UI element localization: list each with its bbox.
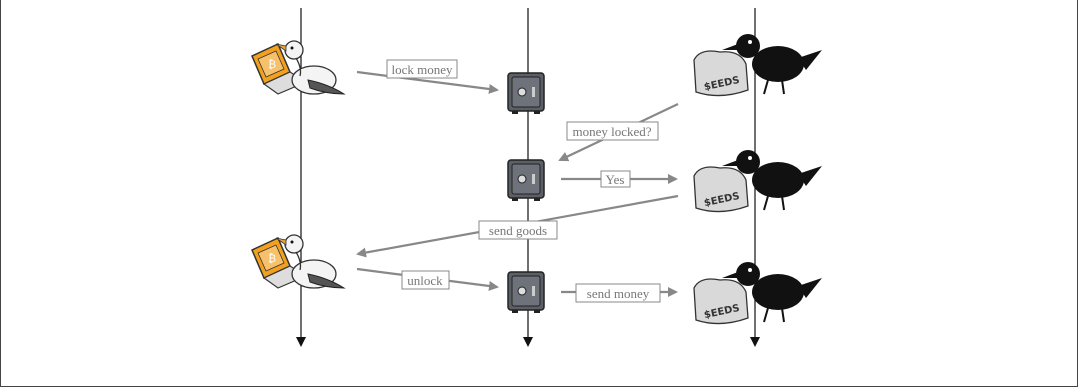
svg-text:₿: ₿: [268, 58, 276, 71]
svg-text:₿: ₿: [268, 252, 276, 265]
svg-text:send goods: send goods: [489, 223, 547, 238]
label-send-goods: send goods: [478, 220, 558, 240]
svg-text:money locked?: money locked?: [572, 124, 651, 139]
label-send-money: send money: [575, 283, 661, 303]
arrow-lock-money: [356, 70, 499, 94]
crow-seeds-icon: $EEDS: [693, 150, 822, 213]
label-lock-money: lock money: [386, 59, 458, 79]
label-yes: Yes: [600, 170, 631, 188]
seagull-laptop-icon: ₿: [251, 40, 346, 95]
label-money-locked: money locked?: [566, 121, 659, 141]
crow-seeds-icon: $EEDS: [693, 34, 822, 97]
safe-icon: [507, 159, 545, 201]
svg-text:send money: send money: [587, 286, 650, 301]
crow-seeds-icon: $EEDS: [693, 262, 822, 325]
svg-text:unlock: unlock: [407, 273, 443, 288]
svg-text:Yes: Yes: [606, 172, 625, 187]
safe-icon: [507, 72, 545, 114]
safe-icon: [507, 271, 545, 313]
svg-text:lock money: lock money: [391, 62, 453, 77]
seagull-laptop-icon: ₿: [251, 234, 346, 289]
label-unlock: unlock: [401, 270, 450, 290]
